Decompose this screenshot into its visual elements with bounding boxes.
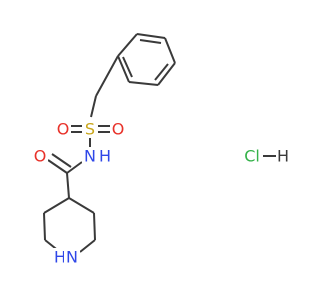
atom-labels: S O O O N H H N Cl H bbox=[32, 120, 290, 267]
amide-nitrogen-label-bg bbox=[82, 147, 98, 165]
amide-oxygen-label: O bbox=[34, 147, 47, 166]
amide-oxygen-label-bg bbox=[32, 147, 48, 165]
ring-nitrogen-label: N bbox=[66, 248, 78, 267]
ch2-to-sulfur-bond bbox=[90, 95, 97, 118]
nitrogen-to-carbonyl-bond bbox=[66, 161, 83, 174]
piperidine-bond-3 bbox=[79, 239, 96, 253]
carbonyl-double-bond-2 bbox=[51, 153, 72, 168]
ring-nitrogen-label-bg bbox=[64, 248, 80, 266]
carbonyl-double-bond-1 bbox=[47, 159, 68, 174]
sulfur-label-bg bbox=[82, 120, 98, 138]
benzene-bond-4 bbox=[157, 62, 176, 86]
right-sulfonyl-oxygen-label: O bbox=[112, 120, 125, 139]
amide-hydrogen-label-bg bbox=[97, 147, 113, 165]
piperidine-ring bbox=[43, 197, 96, 253]
chlorine-label: Cl bbox=[244, 147, 260, 166]
piperidine-bond-2 bbox=[93, 212, 96, 241]
benzene-double-bond-b bbox=[154, 63, 169, 81]
benzene-bond-1 bbox=[117, 33, 138, 57]
sulfur-label: S bbox=[85, 120, 95, 139]
right-sulfonyl-oxygen-label-bg bbox=[110, 120, 126, 138]
left-sulfonyl-oxygen-label: O bbox=[57, 120, 70, 139]
benzene-double-bond-c bbox=[122, 56, 133, 78]
left-sulfonyl-oxygen-label-bg bbox=[55, 120, 71, 138]
salt-hydrogen-label-bg bbox=[276, 147, 290, 165]
benzene-bond-6 bbox=[117, 55, 130, 83]
benzene-bond-2 bbox=[136, 33, 166, 39]
molecule-diagram: S O O O N H H N Cl H bbox=[32, 33, 290, 267]
chlorine-label-bg bbox=[241, 147, 263, 165]
salt-hydrogen-label: H bbox=[277, 147, 289, 166]
benzene-bond-5 bbox=[128, 81, 159, 86]
benzene-double-bond-a bbox=[139, 39, 162, 44]
amide-nitrogen-label: N bbox=[84, 147, 96, 166]
benzyl-bond bbox=[95, 55, 119, 97]
piperidine-bond-6 bbox=[43, 197, 70, 214]
carbonyl-to-ring-bond bbox=[66, 172, 70, 199]
piperidine-bond-5 bbox=[43, 212, 46, 241]
amide-hydrogen-label: H bbox=[99, 147, 111, 166]
benzene-bond-3 bbox=[164, 37, 176, 64]
piperidine-bond-1 bbox=[68, 197, 95, 214]
benzene-ring bbox=[117, 33, 176, 86]
ring-hydrogen-label: H bbox=[54, 248, 66, 267]
